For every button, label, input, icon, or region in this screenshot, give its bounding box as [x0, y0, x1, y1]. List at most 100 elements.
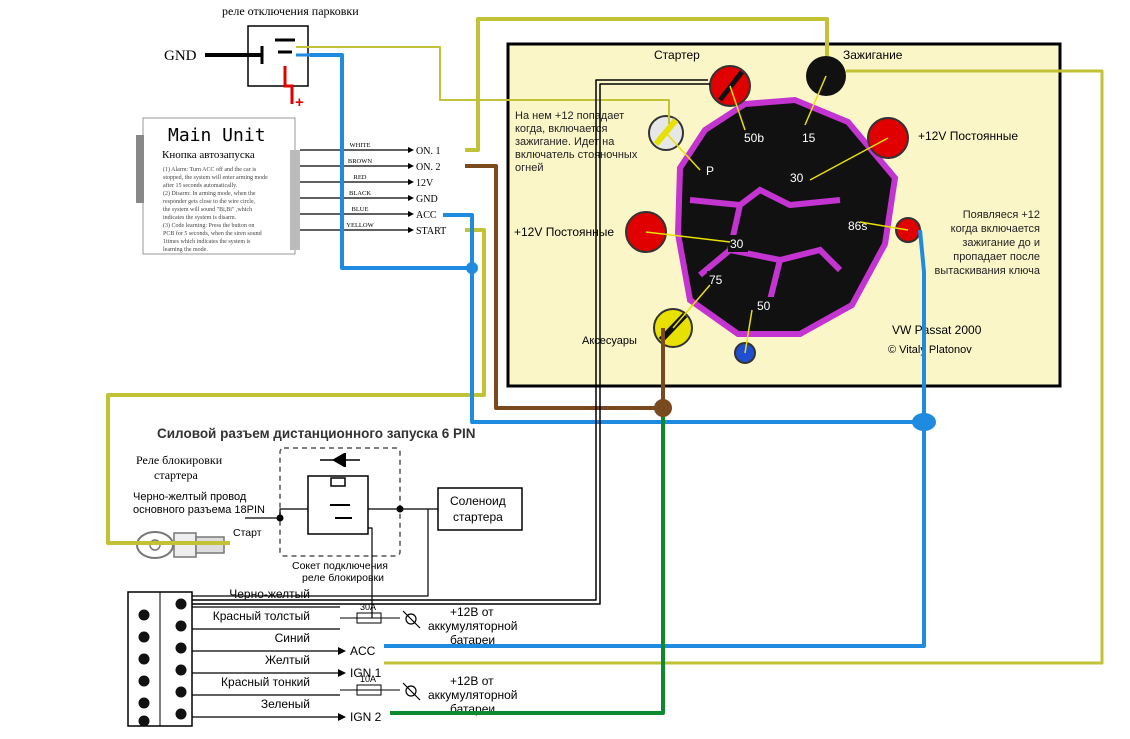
svg-text:Сокет подключения: Сокет подключения	[292, 560, 388, 572]
remote-title: Силовой разъем дистанционного запуска 6 …	[157, 426, 475, 441]
six-pin-connector	[127, 591, 193, 727]
connector-target: IGN 1	[350, 666, 382, 680]
terminal-tag	[742, 129, 766, 146]
main-unit-note-line: learning the mode.	[163, 247, 208, 253]
svg-text:реле блокировки: реле блокировки	[302, 572, 384, 584]
note-left-line: На нем +12 попадает	[515, 110, 624, 122]
on2-wire	[465, 164, 665, 410]
unit-wire-pin: ACC	[416, 210, 437, 221]
connector-row-label: Желтый	[265, 653, 310, 667]
note-right-line: когда включается	[951, 223, 1040, 235]
const-left-label: +12V Постоянные	[514, 225, 614, 239]
terminal-tag	[707, 271, 727, 288]
main-unit-note-line: responder gets close to the wire circle,	[163, 199, 256, 205]
connector-pin	[175, 598, 187, 610]
connector-pin	[138, 653, 150, 665]
connector-arrow-head	[338, 669, 346, 677]
fuse-30a	[340, 612, 400, 624]
note-right-line: Появляеся +12	[963, 209, 1040, 221]
connector-arrow-head	[338, 647, 346, 655]
note-left-line: зажигание. Идет на	[515, 136, 615, 148]
terminal-label: 15	[802, 131, 816, 145]
connector-pin	[175, 708, 187, 720]
parking-relay	[205, 25, 310, 104]
relay-to-red	[368, 527, 373, 618]
unit-wire-arrow	[408, 195, 414, 201]
terminal-label: 50b	[744, 131, 764, 145]
gnd-label: GND	[164, 48, 197, 64]
fuse-10a-label: 10A	[360, 674, 376, 684]
terminal-label: P	[706, 164, 714, 178]
main-unit-note-line: PCB for 5 seconds, when the siren sound	[163, 230, 262, 237]
model-label: VW Passat 2000	[892, 323, 982, 337]
connector-target: IGN 2	[350, 710, 382, 724]
unit-wire-arrow	[408, 147, 414, 153]
note-left-line: огней	[515, 162, 543, 174]
main-unit-note-line: the system will sound "Bi,Bi" ,which	[163, 207, 252, 213]
terminal-tag	[788, 169, 808, 186]
starter-wire-a	[192, 79, 708, 601]
terminal-label: 30	[790, 171, 804, 185]
svg-text:стартера: стартера	[453, 510, 503, 524]
main-unit-note-line: stopped, the system will enter arming mo…	[163, 175, 268, 181]
connector-arrow-head	[338, 713, 346, 721]
main-unit-title: Main Unit	[168, 125, 266, 146]
terminal-pointers	[645, 75, 909, 354]
ign2-wire	[390, 408, 665, 715]
terminal-tag	[800, 129, 820, 146]
junction-dots	[466, 262, 936, 431]
wire-label-1: Черно-желтый провод	[133, 491, 247, 503]
ign1-wire	[384, 69, 1104, 665]
note-right-line: зажигание до и	[962, 237, 1040, 249]
terminal-tag	[728, 235, 748, 252]
acc-relay-wire	[310, 53, 472, 270]
on1-wire	[465, 17, 829, 152]
terminal-tag	[846, 217, 870, 234]
svg-text:+12В от: +12В от	[450, 605, 494, 619]
svg-text:Соленоид: Соленоид	[450, 494, 506, 508]
ignition-label: Зажигание	[843, 48, 903, 62]
starter-relay-socket	[276, 447, 404, 557]
svg-text:батареи: батареи	[450, 633, 495, 647]
note-right-line: вытаскивания ключа	[934, 265, 1040, 277]
unit-wire-pin: ON. 1	[416, 146, 440, 157]
connector-target: ACC	[350, 644, 376, 658]
main-unit-note-line: (2) Disarm: In arming mode, when the	[163, 190, 256, 197]
const-right-label: +12V Постоянные	[918, 129, 1018, 143]
socket-label: Сокет подключения реле блокировки	[292, 560, 388, 584]
solenoid-box: Соленоид стартера	[437, 487, 523, 531]
unit-wire-arrow	[408, 211, 414, 217]
main-unit	[136, 117, 300, 255]
86s-note: Появляеся +12 когда включается зажигание д…	[934, 209, 1040, 277]
svg-text:аккумуляторной: аккумуляторной	[428, 619, 518, 633]
unit-wire-arrow	[408, 227, 414, 233]
main-unit-note-line: (3) Code learning: Press the button on	[163, 222, 254, 229]
connector-pin	[175, 664, 187, 676]
wires	[106, 17, 1104, 715]
switch-contacts	[402, 610, 421, 701]
connector-row-label: Синий	[275, 631, 310, 645]
unit-wire-color: YELLOW	[346, 222, 374, 229]
unit-wire-pin: ON. 2	[416, 162, 440, 173]
main-unit-note-line: (1) Alarm: Turn ACC off and the car is	[163, 166, 257, 173]
note-left-line: когда, включается	[515, 123, 607, 135]
wire-label-2: основного разъема 18PIN	[133, 504, 265, 516]
main-unit-note-line: after 15 seconds automatically.	[163, 182, 238, 189]
connector-pin	[175, 686, 187, 698]
unit-wire-color: WHITE	[350, 142, 371, 149]
svg-text:+12В от: +12В от	[450, 674, 494, 688]
unit-wire-color: BROWN	[348, 158, 373, 165]
parking-relay-plus: +	[295, 94, 304, 111]
unit-wire-arrow	[408, 163, 414, 169]
starter-label: Стартер	[654, 48, 700, 62]
author-label: © Vitaly Platonov	[888, 344, 972, 356]
main-unit-notes: (1) Alarm: Turn ACC off and the car is st…	[163, 166, 268, 253]
unit-wire-pin: START	[416, 226, 446, 237]
connector-pin	[138, 675, 150, 687]
note-left-line: включатель стояночных	[515, 149, 638, 161]
battery-label-2: +12В от аккумуляторной батареи	[428, 674, 518, 716]
